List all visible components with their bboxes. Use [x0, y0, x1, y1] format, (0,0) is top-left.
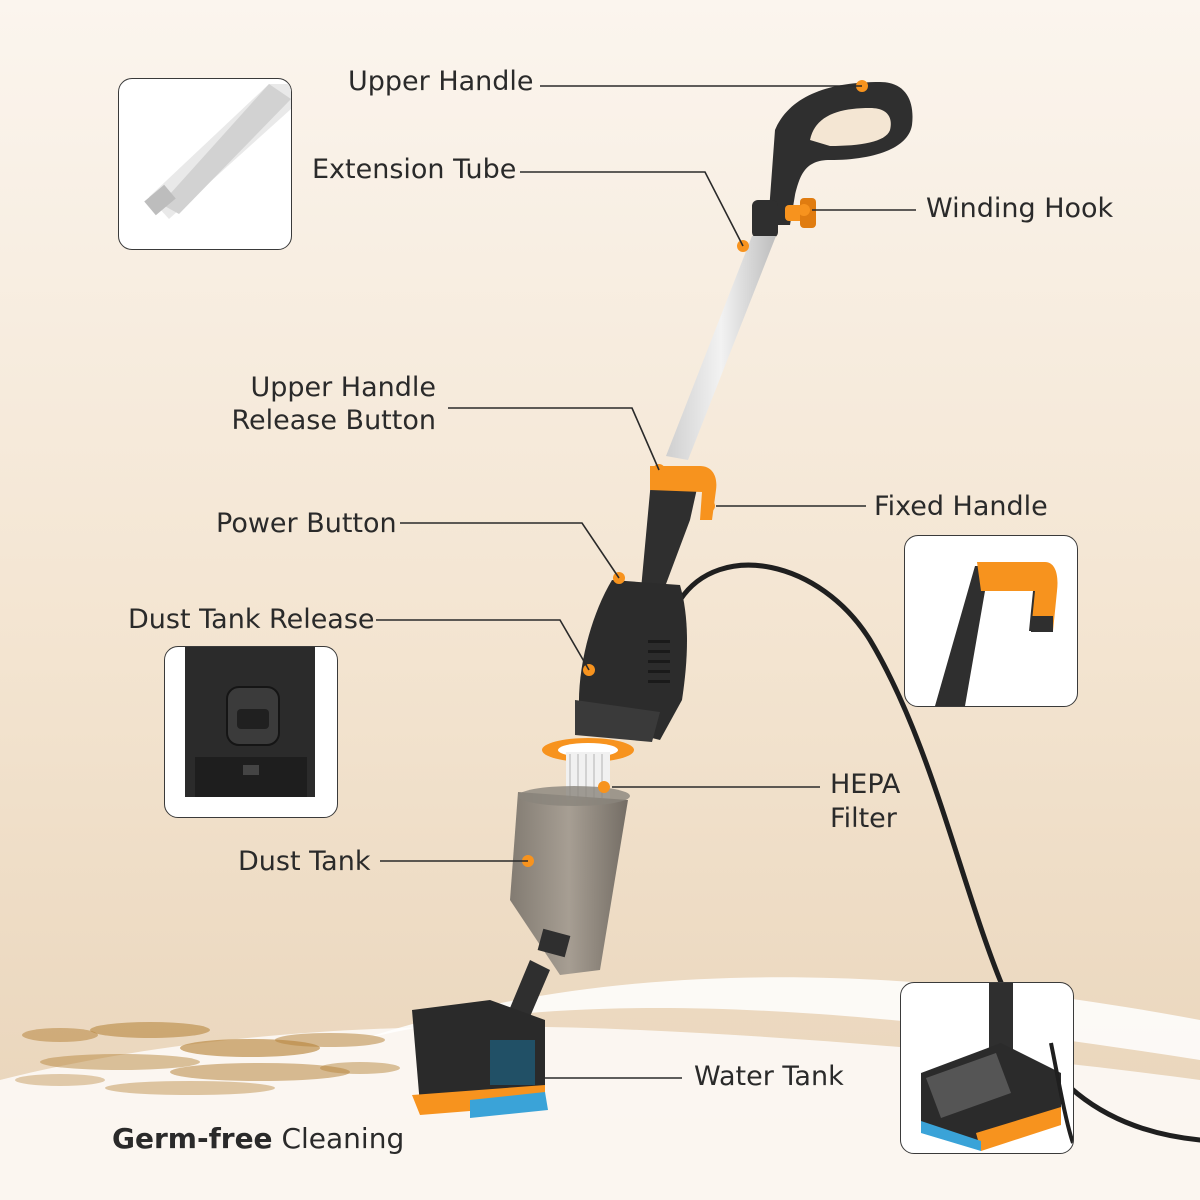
fixed-handle-detail-image	[935, 562, 1058, 706]
water-tank-detail-image	[921, 983, 1073, 1151]
tagline-rest: Cleaning	[272, 1122, 405, 1155]
tagline-bold: Germ-free	[112, 1122, 273, 1155]
leader-lines	[376, 85, 916, 1079]
inset-fixed-handle	[904, 535, 1078, 707]
label-dust-tank: Dust Tank	[238, 846, 371, 877]
label-upper-handle: Upper Handle	[348, 66, 534, 97]
label-extension-tube: Extension Tube	[312, 154, 517, 185]
label-hepa-line1: HEPA	[830, 769, 901, 800]
motor-body	[575, 466, 717, 742]
label-winding-hook: Winding Hook	[926, 193, 1114, 224]
mop-head	[412, 960, 550, 1118]
label-upper-handle-release-line2: Release Button	[231, 405, 436, 436]
tagline: Germ-free Cleaning	[112, 1122, 404, 1155]
dirt-particles	[15, 1022, 400, 1095]
label-water-tank: Water Tank	[694, 1061, 844, 1092]
label-power-button: Power Button	[216, 508, 397, 539]
inset-extension-tube	[118, 78, 292, 250]
label-hepa-line2: Filter	[830, 803, 897, 834]
dust-tank	[510, 786, 630, 975]
release-detail-image	[185, 647, 315, 797]
extension-tube	[666, 236, 776, 460]
label-fixed-handle: Fixed Handle	[874, 491, 1048, 522]
label-dust-tank-release: Dust Tank Release	[128, 604, 375, 635]
inset-dust-tank-release	[164, 646, 338, 818]
tube-detail-image	[144, 84, 291, 219]
inset-water-tank	[900, 982, 1074, 1154]
label-upper-handle-release-line1: Upper Handle	[250, 372, 436, 403]
upper-handle	[752, 82, 913, 238]
